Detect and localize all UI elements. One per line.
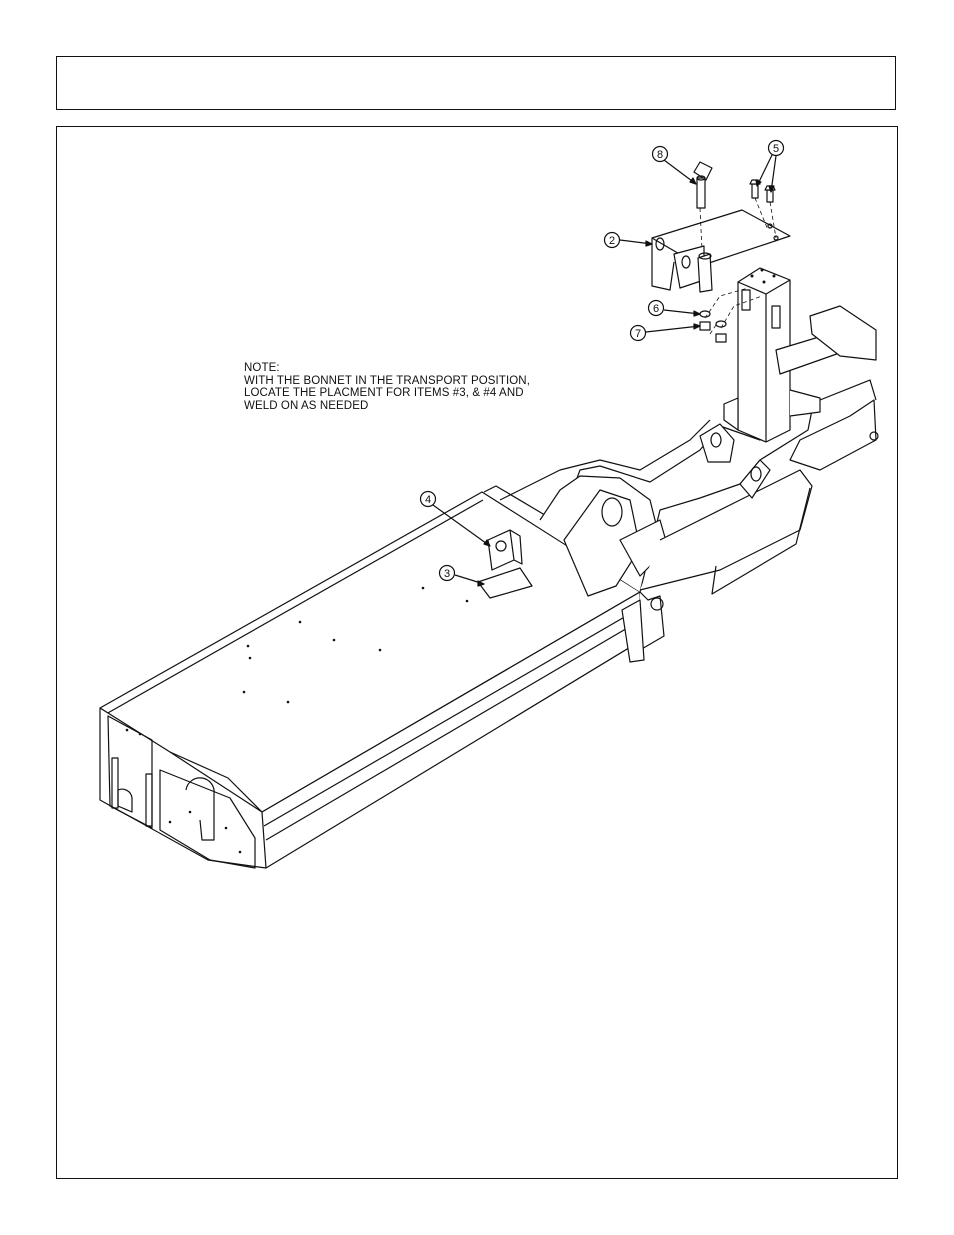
callout-8: 8 (651, 145, 697, 185)
callout-7-label: 7 (635, 328, 641, 340)
bracket (651, 209, 791, 293)
callout-5-label: 5 (773, 143, 779, 155)
assembly-note: NOTE: WITH THE BONNET IN THE TRANSPORT P… (244, 362, 530, 412)
callout-3: 3 (438, 564, 485, 587)
weld-on-plate (477, 567, 533, 599)
assembly-centerlines (699, 197, 777, 335)
transport-mast (723, 267, 877, 443)
callout-7: 7 (629, 323, 701, 342)
callout-4-label: 4 (425, 494, 431, 506)
drawing-frame (56, 126, 898, 1179)
callout-2: 2 (603, 231, 653, 249)
callout-8-label: 8 (657, 149, 663, 161)
header-box (56, 56, 896, 110)
callout-3-label: 3 (444, 568, 450, 580)
note-line: NOTE: (244, 362, 280, 374)
pivot-frame (483, 379, 879, 663)
callout-4: 4 (419, 490, 491, 547)
note-line: LOCATE THE PLACMENT FOR ITEMS #3, & #4 A… (244, 387, 524, 399)
callout-2-label: 2 (609, 235, 615, 247)
callout-5: 5 (755, 139, 785, 193)
note-line: WITH THE BONNET IN THE TRANSPORT POSITIO… (244, 374, 530, 387)
callout-6-label: 6 (653, 303, 659, 315)
callout-6: 6 (647, 299, 701, 317)
pin (693, 161, 713, 209)
note-line: WELD ON AS NEEDED (244, 399, 369, 412)
mower-deck (99, 491, 643, 869)
weld-on-lug (487, 529, 523, 571)
nut (699, 321, 727, 343)
